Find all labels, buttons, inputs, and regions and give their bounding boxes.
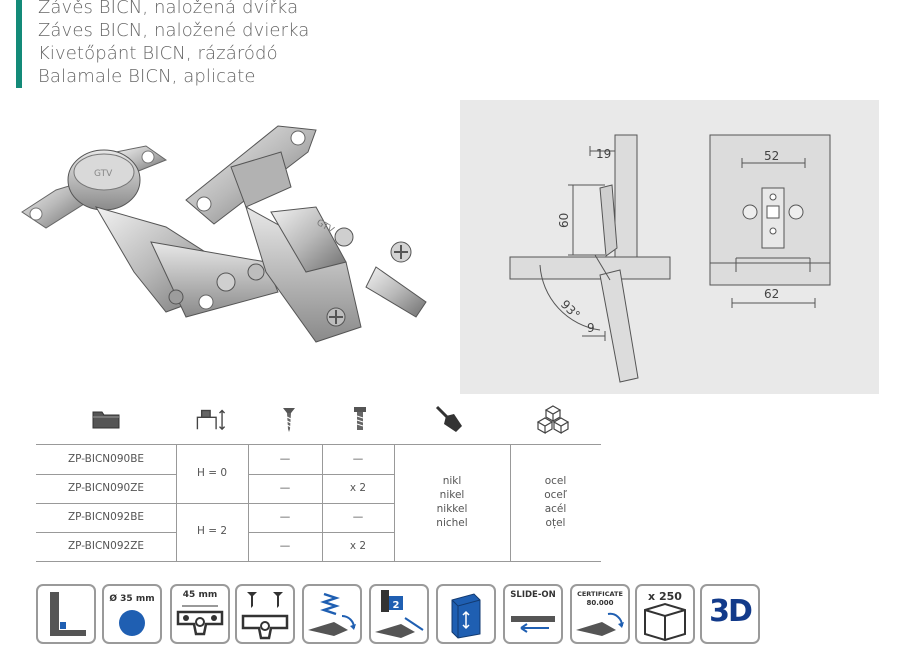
finish-cell: nikl nikel nikkel nichel: [394, 474, 510, 530]
plate-height-icon: [194, 403, 228, 435]
material-cubes-icon: [536, 403, 570, 435]
cup-diameter-label: Ø 35 mm: [109, 594, 155, 604]
finish-cz: nikl: [442, 475, 462, 487]
slide-on-icon: [511, 616, 555, 633]
plate-width-badge: 45 mm: [170, 584, 230, 644]
overlay-2-icon: [375, 590, 424, 638]
material-sk: oceľ: [544, 489, 567, 501]
slide-on-badge: SLIDE-ON: [503, 584, 563, 644]
3d-label: 3D: [709, 594, 753, 629]
title-sk: Záves BICN, naložené dvierka: [38, 20, 310, 41]
adjust-3d-badge: [436, 584, 496, 644]
box-icon: [644, 602, 686, 642]
screw-cell: —: [279, 453, 291, 465]
spring-hinge-icon: [308, 592, 356, 636]
hinge-illustration: GTV GTV: [21, 125, 427, 343]
title-cz: Závěs BICN, naložená dvířka: [38, 0, 299, 18]
dim-60: 60: [557, 213, 571, 228]
height-cell: H = 0: [196, 467, 228, 479]
screw-cell: —: [279, 482, 291, 494]
side-view: [509, 134, 671, 383]
material-cz: ocel: [544, 475, 567, 487]
euro-screw-cell: —: [352, 511, 364, 523]
dim-9: 9: [587, 321, 595, 335]
brand-mark-left: GTV: [94, 169, 113, 179]
overlay-door-icon: [50, 592, 86, 636]
feature-badges: Ø 35 mm 45 mm 2 SLIDE-ON CERTIFICATE 80.…: [36, 584, 766, 644]
folder-icon: [89, 403, 123, 435]
dim-19: 19: [596, 147, 611, 161]
screw-cell: —: [279, 511, 291, 523]
technical-drawing: 19 60 93° 9 52 62: [460, 100, 879, 394]
code-cell: ZP-BICN090ZE: [67, 482, 145, 494]
cup-circle-icon: [119, 610, 145, 636]
code-cell: ZP-BICN092ZE: [67, 540, 145, 552]
screw-fixing-badge: [235, 584, 295, 644]
hinge-photo: GTV GTV: [16, 112, 446, 357]
certificate-hinge-icon: [576, 612, 624, 636]
3d-badge: 3D: [700, 584, 760, 644]
material-ro: oțel: [545, 517, 566, 529]
screw-cell: —: [279, 540, 291, 552]
cube-adjust-icon: [451, 593, 481, 639]
certificate-value: 80.000: [586, 599, 614, 607]
product-titles: Závěs BICN, naložená dvířka Záves BICN, …: [38, 0, 309, 88]
finish-sk: nikel: [439, 489, 465, 501]
accent-bar: [16, 0, 22, 88]
screw-fixing-icon: [241, 592, 289, 640]
euro-screw-cell: x 2: [349, 482, 367, 494]
euro-screw-icon: [343, 403, 377, 435]
certificate-badge: CERTIFICATE 80.000: [570, 584, 630, 644]
plate-width-label: 45 mm: [182, 590, 218, 600]
cycles-badge: x 250: [635, 584, 695, 644]
title-hu: Kivetőpánt BICN, rázáródó: [38, 43, 278, 64]
euro-screw-cell: x 2: [349, 540, 367, 552]
code-cell: ZP-BICN092BE: [67, 511, 145, 523]
dim-62: 62: [764, 287, 779, 301]
cup-diameter-badge: Ø 35 mm: [102, 584, 162, 644]
dimension-drawing: 19 60 93° 9 52 62: [509, 134, 831, 383]
certificate-title: CERTIFICATE: [577, 590, 623, 598]
spec-table: ZP-BICN090BE ZP-BICN090ZE ZP-BICN092BE Z…: [36, 395, 601, 570]
right-hinge: GTV: [185, 125, 427, 343]
finish-ro: nichel: [436, 517, 468, 529]
finish-hu: nikkel: [436, 503, 468, 515]
height-cell: H = 2: [196, 525, 228, 537]
spring-close-badge: [302, 584, 362, 644]
left-hinge: GTV: [21, 145, 279, 318]
front-view: [709, 134, 831, 308]
dim-angle: 93°: [558, 297, 583, 322]
material-cell: ocel oceľ acél oțel: [510, 474, 601, 530]
overlay-2-badge: 2: [369, 584, 429, 644]
code-cell: ZP-BICN090BE: [67, 453, 145, 465]
overlay-number: 2: [392, 600, 400, 611]
material-hu: acél: [544, 503, 567, 515]
cycles-label: x 250: [648, 590, 682, 603]
dim-52: 52: [764, 149, 779, 163]
slide-on-label: SLIDE-ON: [510, 590, 556, 600]
euro-screw-cell: —: [352, 453, 364, 465]
overlay-type-badge: [36, 584, 96, 644]
title-ro: Balamale BICN, aplicate: [38, 66, 256, 87]
screw-icon: [272, 403, 306, 435]
mounting-plate-icon: [176, 605, 224, 636]
finish-brush-icon: [432, 403, 466, 435]
